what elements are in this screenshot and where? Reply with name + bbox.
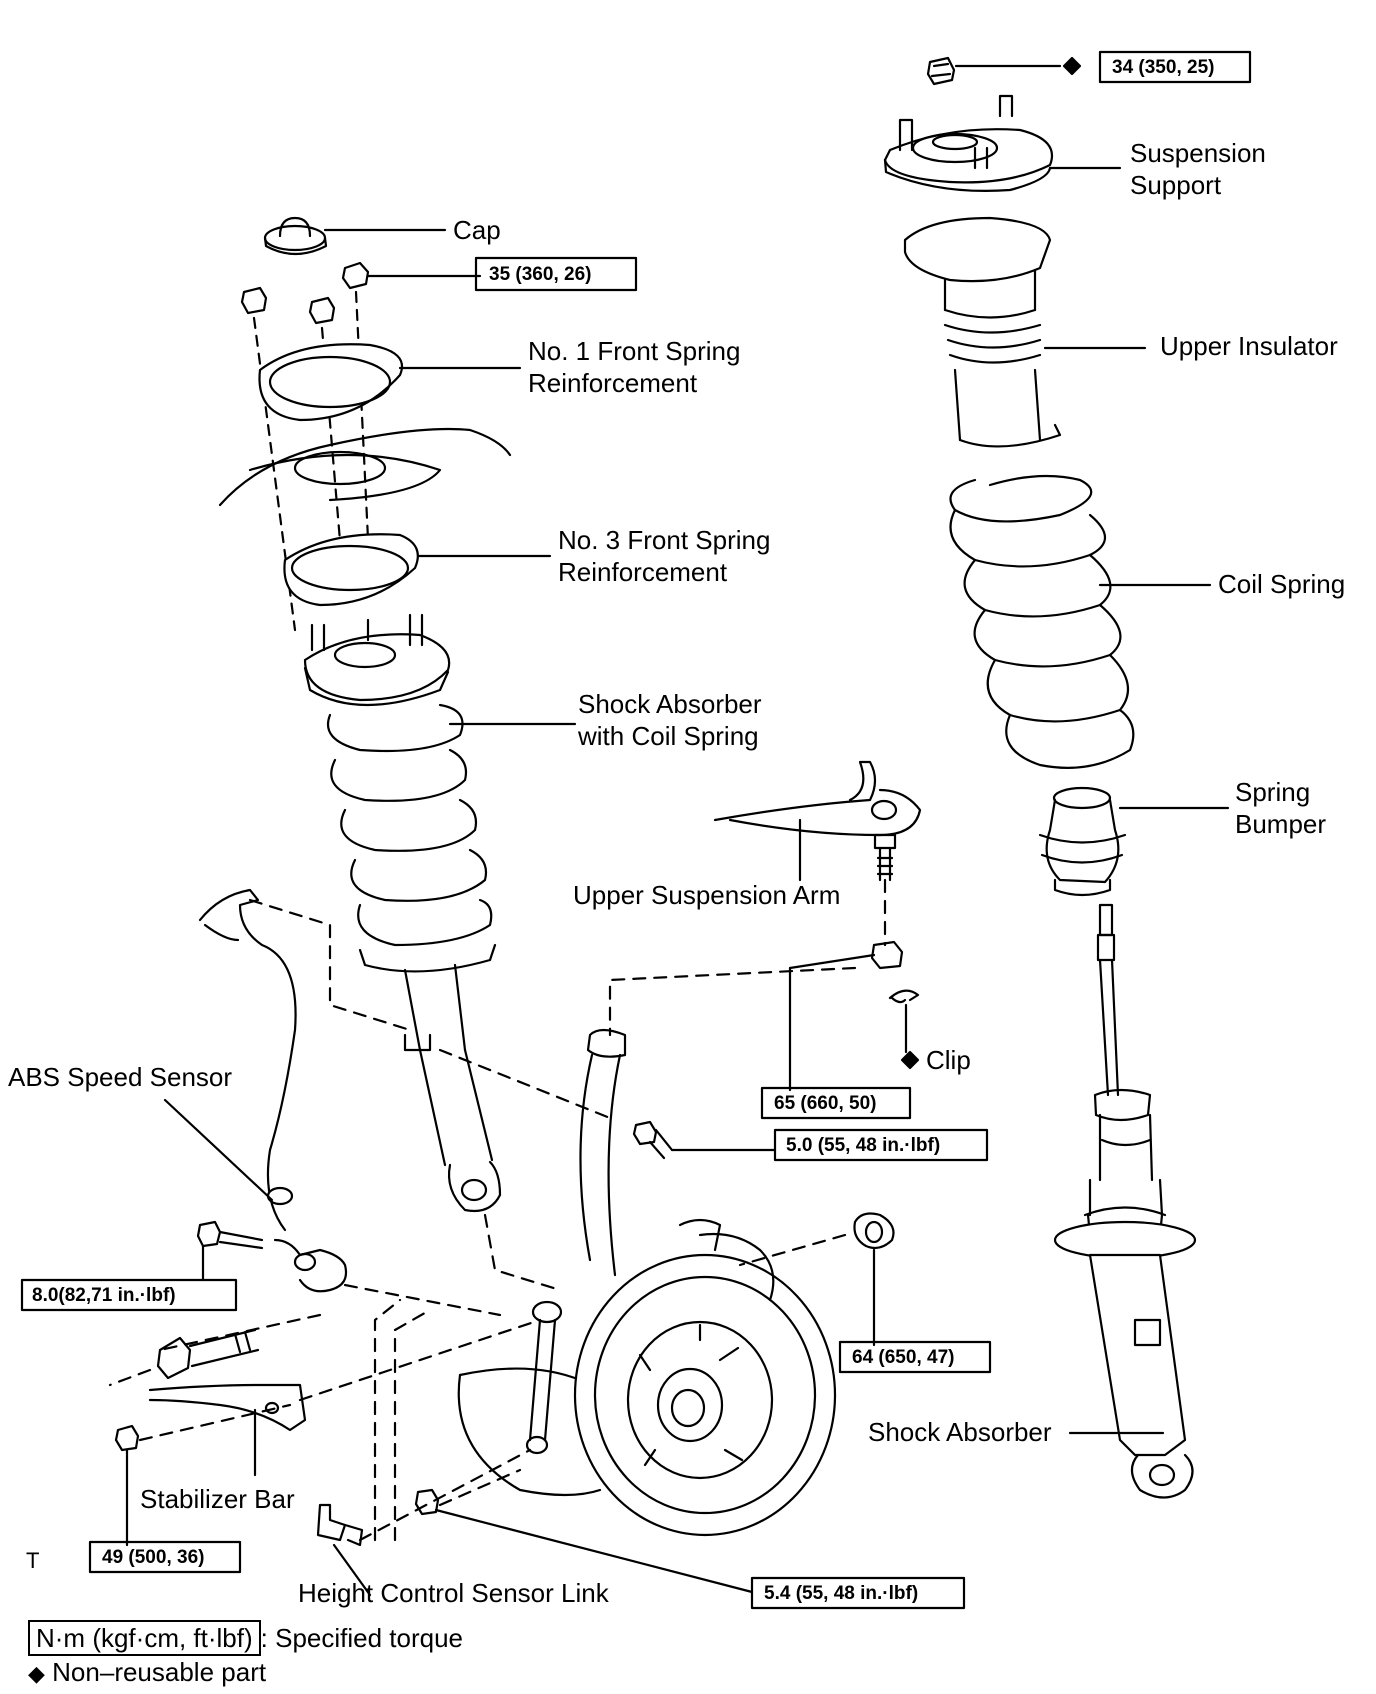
height-control-sensor-link-part	[316, 1503, 364, 1547]
nut-54-leader	[434, 1508, 754, 1594]
torque-64-text: 64 (650, 47)	[852, 1347, 954, 1368]
label-cap: Cap	[453, 215, 501, 245]
label-clip: Clip	[926, 1045, 971, 1075]
label-no1-reinforcement-2: Reinforcement	[528, 368, 698, 398]
shock-absorber-part	[1053, 903, 1197, 1499]
label-no3-reinforcement-1: No. 3 Front Spring	[558, 525, 770, 555]
body-panel-contour	[218, 427, 512, 507]
suspension-support-part	[883, 94, 1053, 192]
label-spring-bumper-2: Bumper	[1235, 809, 1326, 839]
assembly-dashed-lines	[108, 878, 887, 1542]
torque-box-49	[88, 1540, 242, 1574]
label-stabilizer-bar: Stabilizer Bar	[140, 1484, 295, 1514]
bushing-nut-part	[853, 1212, 895, 1250]
height-link-leader	[332, 1543, 372, 1597]
no1-spring-reinforcement-part	[258, 343, 403, 422]
spring-bumper-part	[1038, 786, 1127, 897]
torque-box-54	[750, 1576, 966, 1610]
legend-torque-units: N·m (kgf·cm, ft·lbf)	[28, 1620, 261, 1656]
legend-nonreusable-row: ◆ Non–reusable part	[28, 1656, 463, 1690]
label-upper-insulator: Upper Insulator	[1160, 331, 1338, 361]
label-shock-with-coil-1: Shock Absorber	[578, 689, 762, 719]
legend-torque-text: : Specified torque	[260, 1623, 464, 1653]
top-nut-part	[926, 56, 956, 86]
torque-box-50	[773, 1128, 989, 1162]
upper-arm-nut-part	[870, 940, 904, 970]
torque-box-65	[760, 1086, 912, 1120]
legend-torque-row: N·m (kgf·cm, ft·lbf): Specified torque	[28, 1620, 463, 1656]
torque-box-64	[838, 1340, 992, 1374]
legend: N·m (kgf·cm, ft·lbf): Specified torque ◆…	[28, 1620, 463, 1690]
label-abs-speed-sensor: ABS Speed Sensor	[8, 1062, 232, 1092]
torque-35-text: 35 (360, 26)	[489, 264, 591, 285]
legend-diamond-icon: ◆	[28, 1661, 45, 1686]
stabilizer-bar-part	[148, 1383, 307, 1432]
caliper-bracket	[678, 1218, 722, 1252]
label-shock-absorber: Shock Absorber	[868, 1417, 1052, 1447]
torque-54-text: 5.4 (55, 48 in.·lbf)	[764, 1583, 918, 1604]
lower-bolt-part	[156, 1328, 260, 1380]
torque-box-80	[20, 1278, 238, 1312]
label-height-control-sensor-link: Height Control Sensor Link	[298, 1578, 610, 1608]
label-no1-reinforcement-1: No. 1 Front Spring	[528, 336, 740, 366]
label-shock-with-coil-2: with Coil Spring	[577, 721, 759, 751]
nonreusable-diamond-icon	[1062, 56, 1082, 76]
upper-insulator-part	[903, 216, 1062, 448]
body-panel-inner	[248, 453, 442, 502]
shock-absorber-with-coil-spring-part	[303, 613, 502, 1213]
legend-nonreusable-text: Non–reusable part	[52, 1657, 267, 1687]
stabilizer-nut-part	[114, 1424, 140, 1452]
cap-part	[263, 216, 328, 256]
torque-box-35	[474, 256, 638, 292]
upper-suspension-arm-part	[713, 760, 922, 882]
clip-part	[888, 989, 920, 1004]
reinforcement-nuts	[240, 261, 370, 325]
label-upper-suspension-arm: Upper Suspension Arm	[573, 880, 840, 910]
abs-leader	[163, 1098, 274, 1202]
clip-diamond-icon	[900, 1050, 920, 1070]
label-spring-bumper-1: Spring	[1235, 777, 1310, 807]
stabilizer-link-part	[525, 1300, 563, 1455]
nut-65-leader	[788, 953, 876, 970]
sensor-bolt-8	[196, 1220, 264, 1250]
torque-34-text: 34 (350, 25)	[1112, 57, 1214, 78]
hub-rotor-part	[573, 1253, 837, 1537]
corner-mark: T	[26, 1548, 40, 1573]
torque-49-text: 49 (500, 36)	[102, 1547, 204, 1568]
small-nut-part	[414, 1488, 440, 1516]
torque-50-text: 5.0 (55, 48 in.·lbf)	[786, 1135, 940, 1156]
label-suspension-support-2: Support	[1130, 170, 1222, 200]
no3-spring-reinforcement-part	[283, 533, 419, 607]
torque-80-text: 8.0(82,71 in.·lbf)	[32, 1285, 176, 1306]
torque-box-34	[1098, 50, 1252, 84]
coil-spring-part	[949, 474, 1135, 769]
label-no3-reinforcement-2: Reinforcement	[558, 557, 728, 587]
sensor-bolt-50	[632, 1120, 674, 1160]
steering-knuckle-part	[457, 1028, 627, 1497]
torque-65-text: 65 (660, 50)	[774, 1093, 876, 1114]
label-coil-spring: Coil Spring	[1218, 569, 1345, 599]
body-panel-hole	[293, 450, 387, 486]
label-suspension-support-1: Suspension	[1130, 138, 1266, 168]
